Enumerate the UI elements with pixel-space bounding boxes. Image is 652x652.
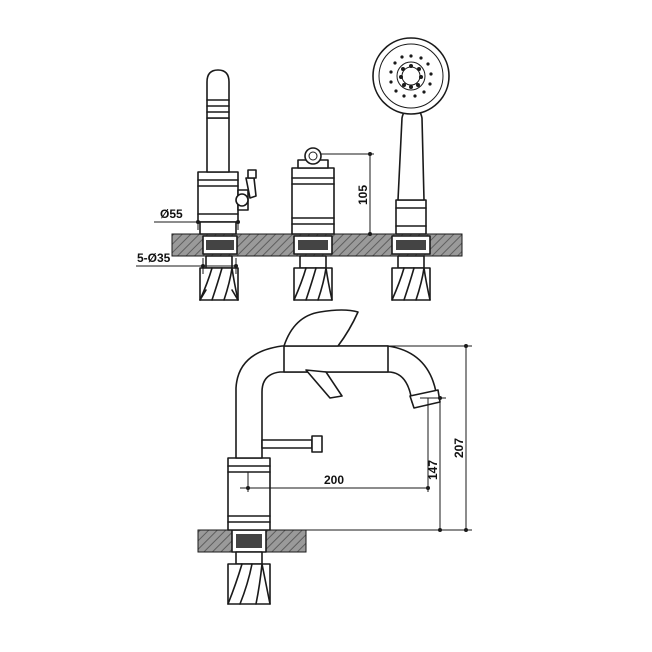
dim-h105 xyxy=(320,152,374,236)
side-faucet-body xyxy=(227,309,441,605)
dim-w200 xyxy=(240,398,430,492)
mixer-spout-assembly xyxy=(197,69,257,301)
dim-h207 xyxy=(390,344,472,532)
dim-holes xyxy=(136,258,238,274)
h147-label: 147 xyxy=(426,460,440,480)
hand-shower-assembly xyxy=(372,37,450,301)
h105-label: 105 xyxy=(356,185,370,205)
d55-label: Ø55 xyxy=(160,207,183,221)
holes-label: 5-Ø35 xyxy=(137,251,171,265)
h207-label: 207 xyxy=(452,438,466,458)
w200-label: 200 xyxy=(324,473,344,487)
dim-h147 xyxy=(300,396,446,532)
diverter-assembly xyxy=(291,147,335,301)
dim-d55 xyxy=(154,214,240,230)
deck-side xyxy=(197,529,307,553)
